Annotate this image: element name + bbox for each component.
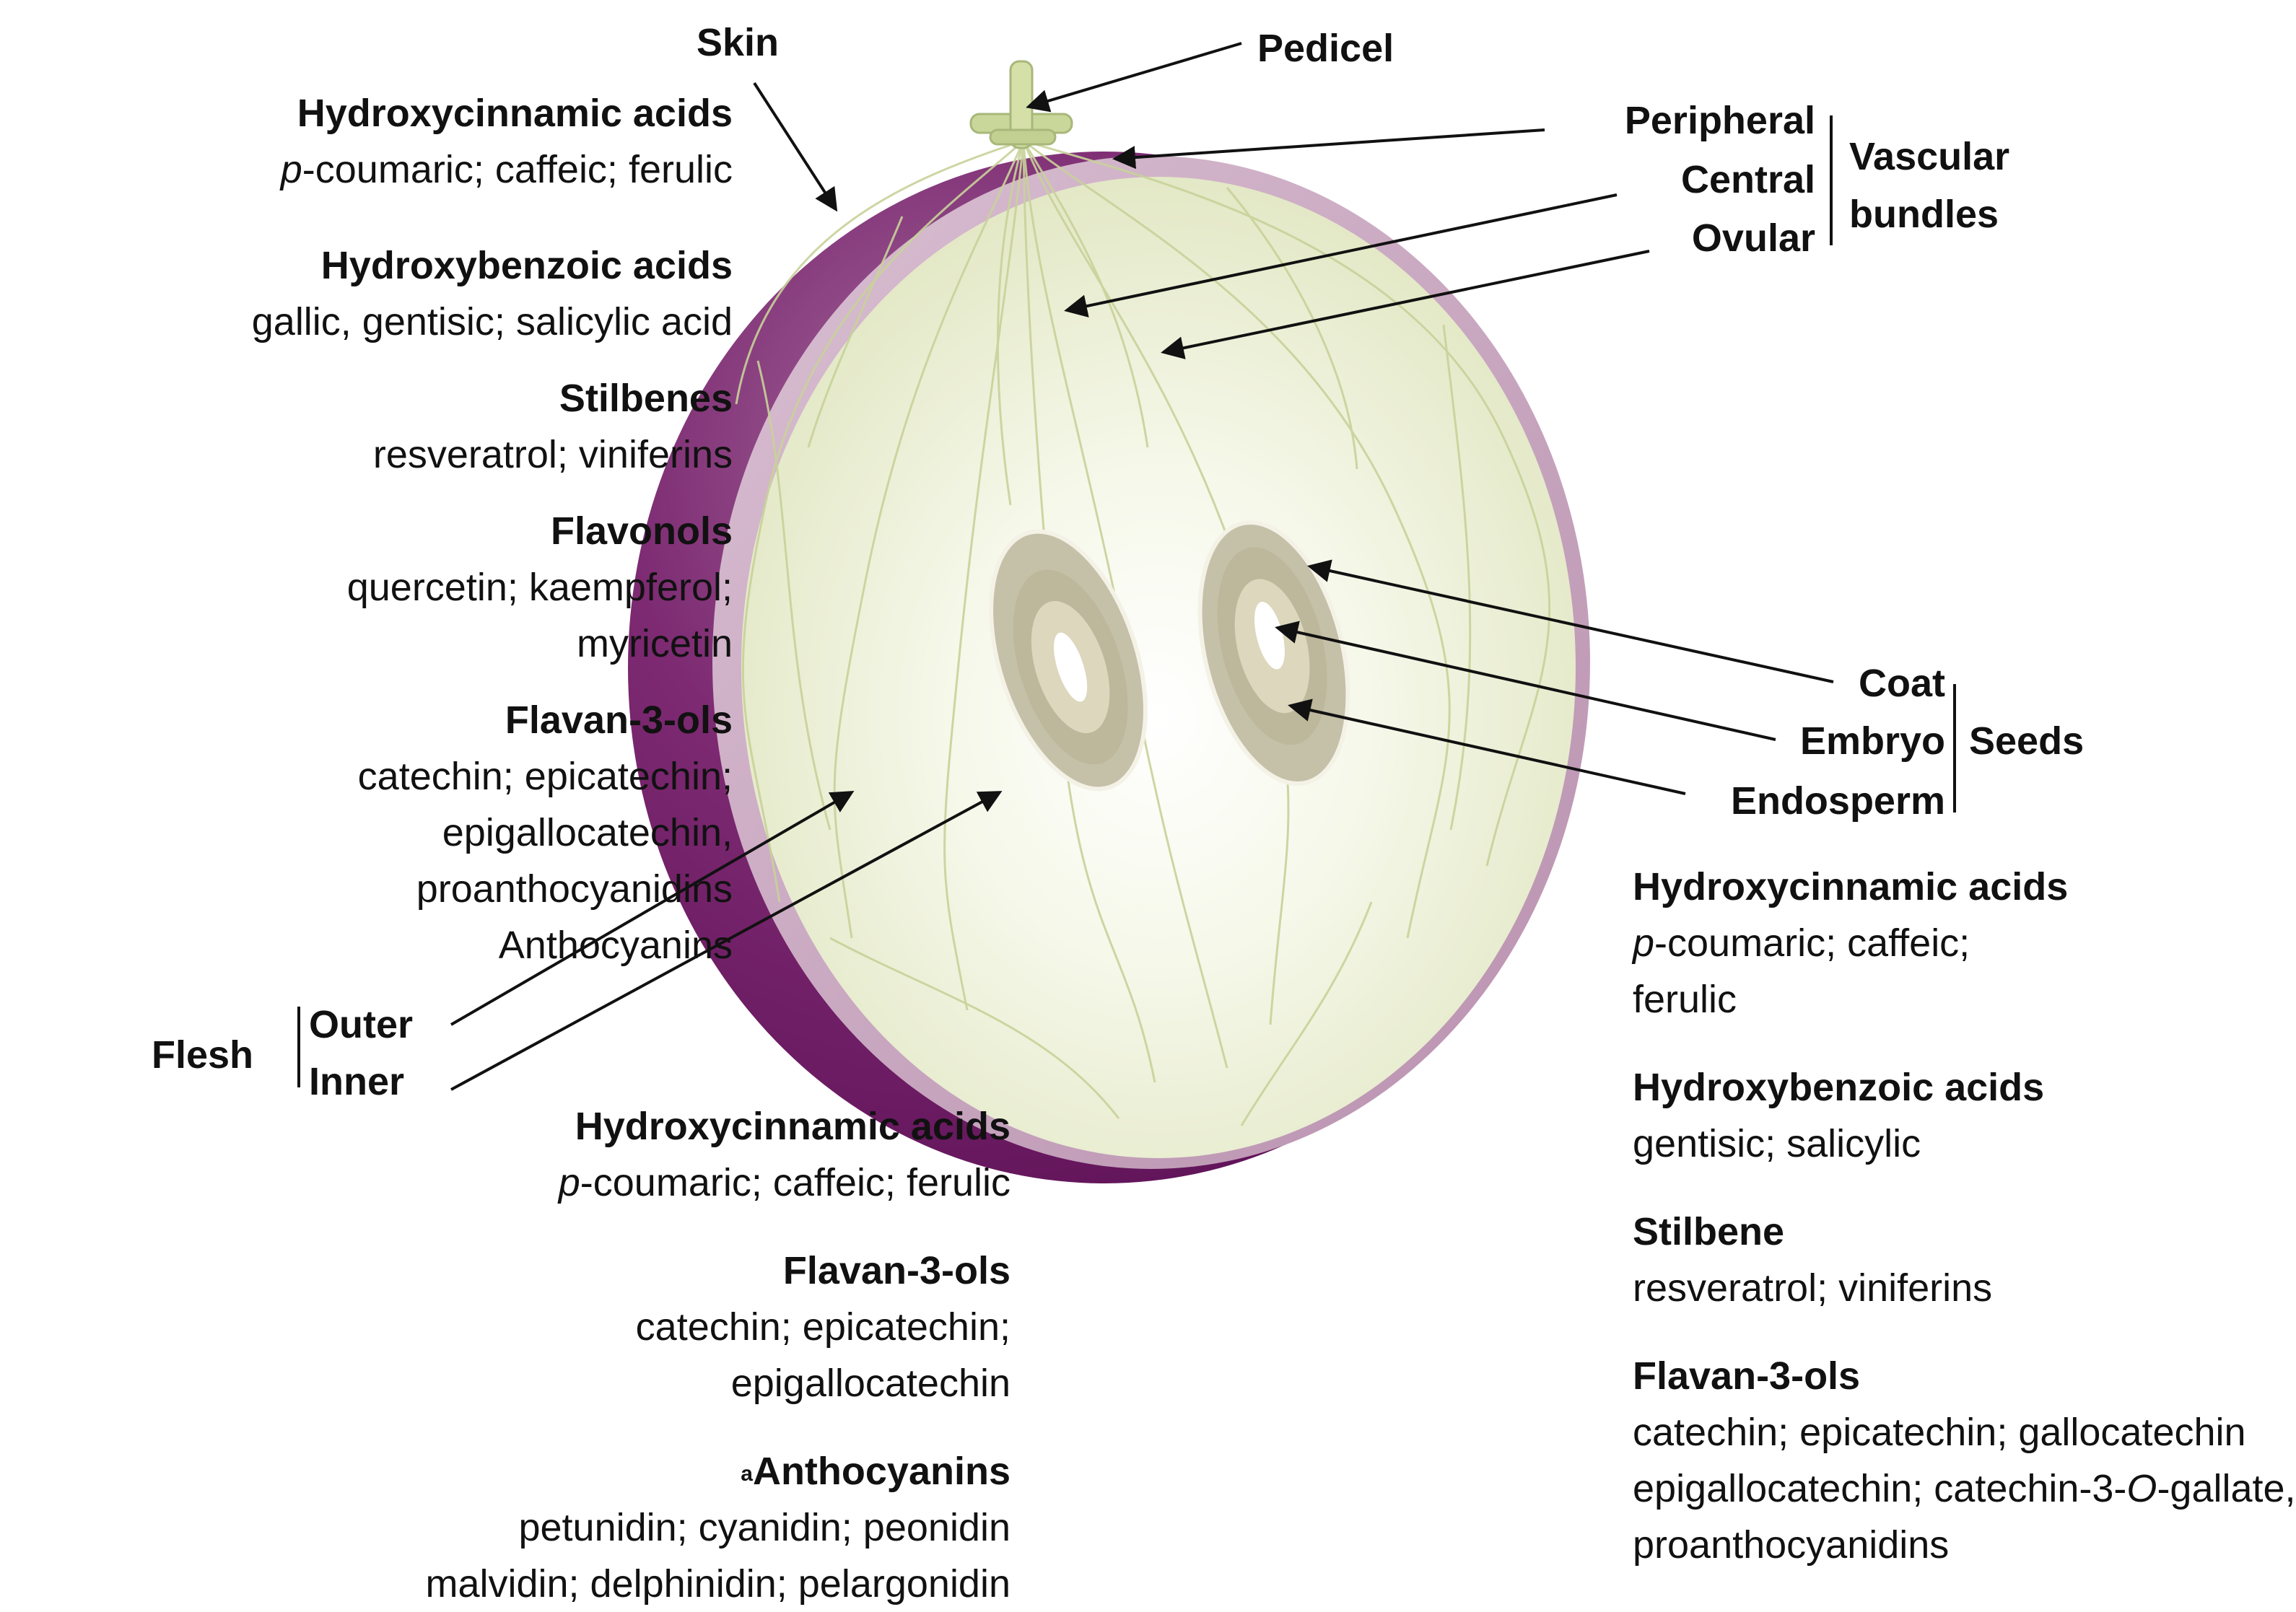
compound-names: p-coumaric; caffeic; [1633, 921, 1970, 965]
seed-left [989, 529, 1148, 792]
compound-group: Hydroxycinnamic acids p-coumaric; caffeic… [1633, 859, 2296, 1028]
label-central: Central [1680, 158, 1815, 201]
compound-group: Stilbenes resveratrol; viniferins [252, 370, 733, 483]
compound-names: catechin; epicatechin; [635, 1305, 1010, 1349]
compound-names: resveratrol; viniferins [1633, 1266, 1993, 1310]
compound-names: proanthocyanidins [416, 867, 733, 911]
compound-group: Flavan-3-ols catechin; epicatechin; gallo… [1633, 1348, 2296, 1573]
compound-names: epigallocatechin; catechin-3-O-gallate, [1633, 1467, 2296, 1510]
compound-names: quercetin; kaempferol; [346, 566, 733, 609]
compound-names: epigallocatechin, [442, 811, 733, 854]
compound-class-title: Hydroxycinnamic acids [1633, 865, 2069, 908]
compound-class-title: Hydroxycinnamic acids [297, 92, 733, 135]
label-skin: Skin [697, 21, 780, 64]
label-bundles: bundles [1849, 193, 1999, 236]
label-vascular: Vascular [1849, 135, 2010, 178]
label-inner: Inner [309, 1060, 405, 1103]
compound-class-title: Flavan-3-ols [1633, 1354, 1861, 1398]
vascular-bracket [1830, 115, 1833, 245]
compound-group: Flavan-3-ols catechin; epicatechin; epigal… [425, 1243, 1010, 1411]
compound-names: catechin; epicatechin; [357, 755, 733, 798]
footnote-marker: a [741, 1462, 753, 1486]
compound-class-title: Flavan-3-ols [505, 698, 733, 742]
compound-class-title: Hydroxybenzoic acids [320, 244, 733, 287]
compound-group: aAnthocyanins petunidin; cyanidin; peonid… [425, 1443, 1010, 1612]
label-peripheral: Peripheral [1624, 99, 1815, 142]
compound-class-title: Stilbenes [559, 377, 733, 420]
flesh-compounds-list: Hydroxycinnamic acids p-coumaric; caffeic… [425, 1098, 1010, 1612]
compound-group: Flavonols quercetin; kaempferol; myricetin [252, 503, 733, 672]
compound-names: petunidin; cyanidin; peonidin [518, 1506, 1010, 1549]
label-embryo: Embryo [1799, 719, 1945, 763]
compound-class-title: Flavonols [550, 509, 733, 553]
compound-group: Hydroxybenzoic acids gentisic; salicylic [1633, 1059, 2296, 1172]
compound-class-title: Stilbene [1633, 1210, 1785, 1253]
arrow-central [1064, 193, 1618, 317]
arrow-endosperm [1288, 698, 1686, 795]
compound-names: p-coumaric; caffeic; ferulic [280, 148, 733, 191]
compound-class-title: aAnthocyanins [741, 1450, 1010, 1493]
compound-names: ferulic [1633, 978, 1737, 1021]
seeds-bracket [1953, 684, 1956, 812]
compound-names: proanthocyanidins [1633, 1523, 1950, 1567]
seed-compounds-list: Hydroxycinnamic acids p-coumaric; caffeic… [1633, 859, 2296, 1573]
compound-names: gentisic; salicylic [1633, 1122, 1921, 1165]
label-ovular: Ovular [1691, 216, 1815, 260]
label-seeds: Seeds [1969, 719, 2085, 763]
arrow-ovular [1161, 250, 1650, 359]
label-flesh: Flesh [152, 1033, 254, 1077]
compound-names: myricetin [576, 622, 733, 665]
skin-compounds-list: Hydroxycinnamic acids p-coumaric; caffeic… [252, 85, 733, 973]
label-outer: Outer [309, 1003, 414, 1046]
flesh-bracket [297, 1007, 300, 1087]
arrow-coat [1307, 559, 1834, 683]
arrow-outer-flesh [450, 790, 855, 1026]
compound-names: malvidin; delphinidin; pelargonidin [425, 1562, 1010, 1606]
compound-class-title: Hydroxybenzoic acids [1633, 1066, 2045, 1109]
compound-class-title: Hydroxycinnamic acids [575, 1105, 1010, 1148]
compound-names: Anthocyanins [498, 924, 733, 967]
compound-class-title: Flavan-3-ols [782, 1249, 1010, 1292]
compound-names: gallic, gentisic; salicylic acid [251, 300, 733, 343]
arrow-peripheral [1112, 128, 1545, 170]
compound-names: resveratrol; viniferins [372, 433, 733, 476]
compound-names: epigallocatechin [730, 1362, 1010, 1405]
label-endosperm: Endosperm [1730, 779, 1945, 823]
arrow-skin [753, 82, 838, 212]
label-pedicel: Pedicel [1257, 27, 1394, 70]
label-coat: Coat [1859, 662, 1945, 705]
compound-group: Flavan-3-ols catechin; epicatechin; epigal… [252, 692, 733, 973]
compound-names: catechin; epicatechin; gallocatechin [1633, 1411, 2246, 1454]
arrow-inner-flesh [450, 791, 1003, 1091]
compound-group: Hydroxycinnamic acids p-coumaric; caffeic… [252, 85, 733, 198]
compound-group: Stilbene resveratrol; viniferins [1633, 1204, 2296, 1316]
pedicel-stem [969, 60, 1073, 149]
arrow-pedicel [1026, 42, 1242, 113]
compound-group: Hydroxycinnamic acids p-coumaric; caffeic… [425, 1098, 1010, 1211]
arrow-embryo [1275, 621, 1776, 741]
grape-cross-section-diagram [450, 42, 1834, 1183]
compound-names: p-coumaric; caffeic; ferulic [558, 1161, 1010, 1204]
compound-group: Hydroxybenzoic acids gallic, gentisic; sa… [252, 237, 733, 350]
